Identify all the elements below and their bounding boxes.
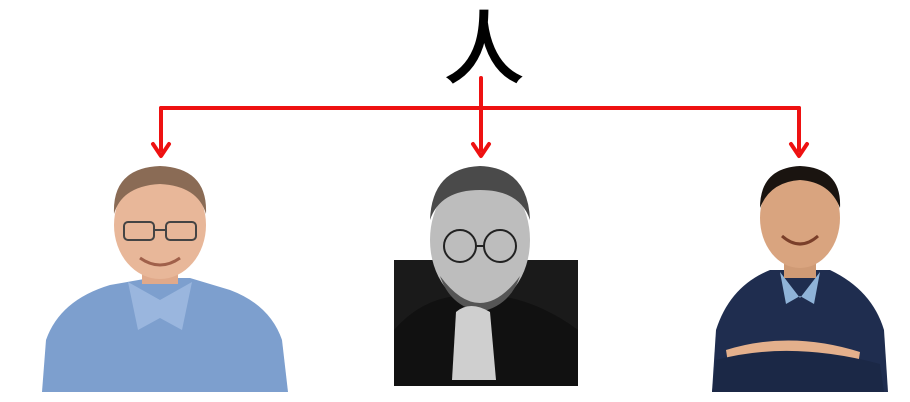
root-character: 人 [444, 4, 523, 95]
portrait-left [42, 166, 288, 392]
connector-lines [159, 76, 801, 152]
arrowhead-center [471, 142, 491, 158]
portrait-right [712, 166, 888, 392]
arrowhead-left [151, 142, 171, 158]
arrow-heads [151, 142, 809, 158]
arrowhead-right [789, 142, 809, 158]
portrait-center [394, 166, 578, 386]
